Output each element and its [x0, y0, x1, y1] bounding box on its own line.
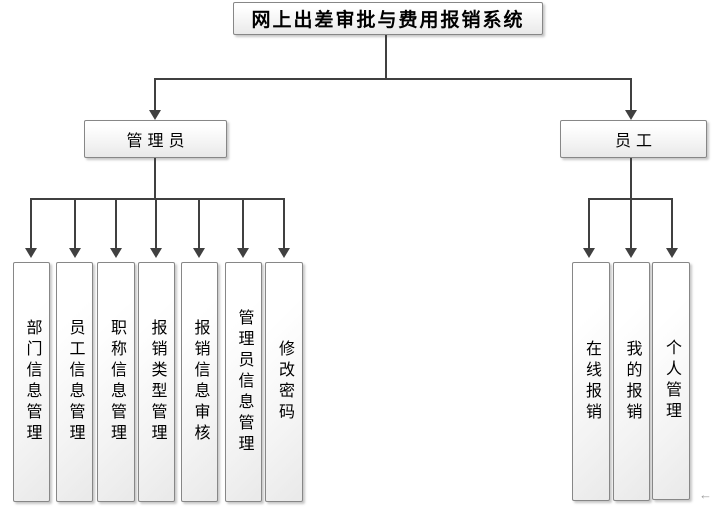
- connector-drop: [155, 200, 157, 248]
- leaf-label: 修改密码: [276, 340, 293, 424]
- leaf-node-admin-info-mgmt: 管理员信息管理: [225, 262, 262, 502]
- root-node-label: 网上出差审批与费用报销系统: [251, 10, 525, 31]
- connector-root-bus: [154, 78, 632, 80]
- connector-drop: [242, 200, 244, 248]
- leaf-node-dept-info-mgmt: 部门信息管理: [13, 262, 50, 502]
- arrow-down-icon: [149, 110, 161, 120]
- leaf-label: 个人管理: [663, 339, 680, 423]
- arrow-down-icon: [666, 248, 678, 258]
- connector-drop: [283, 200, 285, 248]
- leaf-label: 职称信息管理: [108, 319, 125, 445]
- connector-drop: [30, 200, 32, 248]
- leaf-label: 在线报销: [583, 339, 600, 424]
- leaf-label: 员工信息管理: [66, 319, 84, 445]
- connector-drop: [630, 200, 632, 248]
- arrow-down-icon: [193, 248, 205, 258]
- branch-node-employee-label: 员工: [614, 133, 657, 150]
- connector-drop: [74, 200, 76, 248]
- connector-drop: [115, 200, 117, 248]
- leaf-node-change-password: 修改密码: [265, 262, 303, 502]
- leaf-label: 部门信息管理: [23, 319, 41, 445]
- branch-node-admin-label: 管理员: [126, 133, 190, 150]
- leaf-label: 管理员信息管理: [235, 308, 253, 456]
- connector-root-to-employee: [630, 80, 632, 110]
- leaf-node-online-reimburse: 在线报销: [572, 262, 610, 501]
- arrow-down-icon: [625, 248, 637, 258]
- connector-root-to-admin: [154, 80, 156, 110]
- arrow-down-icon: [625, 110, 637, 120]
- branch-node-employee: 员工: [560, 120, 707, 158]
- arrow-down-icon: [25, 248, 37, 258]
- leaf-node-reimburse-info-audit: 报销信息审核: [181, 262, 218, 502]
- arrow-down-icon: [583, 248, 595, 258]
- connector-admin-stem: [154, 158, 156, 198]
- leaf-node-my-reimburse: 我的报销: [613, 262, 650, 501]
- leaf-label: 我的报销: [623, 339, 641, 424]
- arrow-down-icon: [150, 248, 162, 258]
- arrow-down-icon: [278, 248, 290, 258]
- leaf-node-personal-mgmt: 个人管理: [652, 262, 690, 500]
- leaf-label: 报销信息审核: [191, 319, 209, 445]
- connector-employee-stem: [630, 158, 632, 198]
- connector-root-stem: [385, 35, 387, 78]
- connector-drop: [671, 200, 673, 248]
- leaf-node-reimburse-type-mgmt: 报销类型管理: [138, 262, 175, 502]
- connector-drop: [198, 200, 200, 248]
- branch-node-admin: 管理员: [84, 120, 227, 158]
- arrow-down-icon: [110, 248, 122, 258]
- leaf-node-employee-info-mgmt: 员工信息管理: [56, 262, 93, 502]
- return-arrow-mark: ←: [699, 487, 712, 502]
- arrow-down-icon: [237, 248, 249, 258]
- connector-drop: [588, 200, 590, 248]
- connector-employee-bus: [588, 198, 673, 200]
- leaf-node-title-info-mgmt: 职称信息管理: [97, 262, 135, 502]
- leaf-label: 报销类型管理: [148, 319, 166, 445]
- root-node: 网上出差审批与费用报销系统: [233, 2, 543, 35]
- connector-admin-bus: [30, 198, 285, 200]
- arrow-down-icon: [69, 248, 81, 258]
